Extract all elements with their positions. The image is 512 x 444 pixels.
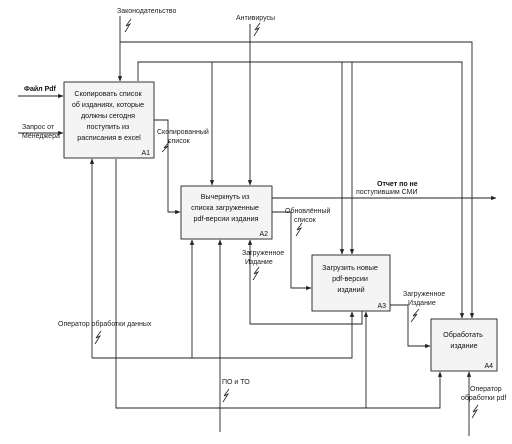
arrow-loaded-edition-feedback[interactable] bbox=[247, 239, 363, 325]
box-a4-line-1: Обработать bbox=[443, 330, 483, 339]
arrow-software[interactable] bbox=[115, 159, 443, 432]
arrow-updated-list[interactable] bbox=[272, 211, 312, 291]
arrow-antivirus[interactable] bbox=[247, 22, 261, 186]
box-a2-line-1: Вычеркнуть из bbox=[201, 192, 250, 201]
box-a3-line-1: Загрузить новые bbox=[322, 263, 378, 272]
box-a1-line-4: поступить из bbox=[87, 122, 130, 131]
box-a1-id: A1 bbox=[141, 150, 150, 157]
box-a4[interactable]: Обработать издание A4 bbox=[430, 318, 498, 372]
box-a1-line-3: должны сегодня bbox=[81, 111, 135, 120]
box-a3[interactable]: Загрузить новые pdf-версии изданий A3 bbox=[311, 254, 391, 312]
box-a3-line-3: изданий bbox=[337, 285, 364, 294]
label-legislation: Законодательство bbox=[117, 8, 176, 15]
box-a1-line-2: об изданиях, которые bbox=[72, 100, 144, 109]
label-pdf-operator: Оператор обработки pdf bbox=[461, 386, 506, 402]
box-a2[interactable]: Вычеркнуть из списка загруженные pdf-вер… bbox=[180, 185, 273, 240]
box-a1-line-1: Скопировать список bbox=[74, 89, 142, 98]
arrow-data-operator[interactable] bbox=[89, 158, 355, 359]
label-loaded-edition-a3: Загруженное Издание bbox=[403, 291, 447, 307]
box-a2-line-3: pdf-версии издания bbox=[194, 214, 259, 223]
arrow-legislation[interactable] bbox=[117, 16, 475, 319]
arrow-pdf-operator[interactable] bbox=[466, 371, 479, 436]
box-a3-id: A3 bbox=[377, 303, 386, 310]
label-loaded-edition-a2: Загруженное Издание bbox=[242, 250, 286, 266]
arrow-control-bus[interactable] bbox=[137, 61, 465, 319]
label-software: ПО и ТО bbox=[222, 379, 250, 386]
arrow-loaded-edition[interactable] bbox=[390, 304, 431, 349]
svg-text:Загрузить новые pdf-верс: Загрузить новые pdf-версии изданий bbox=[322, 263, 380, 294]
box-a1[interactable]: Скопировать список об изданиях, которые … bbox=[63, 81, 155, 159]
box-a4-id: A4 bbox=[484, 363, 493, 370]
label-updated-list: Обновлённый список bbox=[285, 207, 332, 224]
box-a2-line-2: списка загруженные bbox=[191, 203, 259, 212]
label-pdf-file: Файл Pdf bbox=[24, 85, 57, 93]
label-manager-request: Запрос от Менеджера bbox=[22, 124, 60, 140]
label-copied-list: Скопированный список bbox=[157, 128, 211, 145]
svg-text:Обработать издание: Обработать издание bbox=[443, 330, 485, 350]
label-data-operator: Оператор обработки данных bbox=[58, 320, 152, 328]
svg-text:Скопировать список об из: Скопировать список об изданиях, которые … bbox=[72, 89, 146, 142]
box-a3-line-2: pdf-версии bbox=[332, 274, 368, 283]
svg-text:Вычеркнуть из списка заг: Вычеркнуть из списка загруженные pdf-вер… bbox=[191, 192, 261, 223]
box-a2-id: A2 bbox=[259, 231, 268, 238]
arrow-copied-list[interactable] bbox=[154, 119, 181, 215]
label-report-line1: Отчет по не bbox=[377, 181, 418, 188]
label-report-line2: поступившим СМИ bbox=[356, 189, 418, 196]
box-a4-line-2: издание bbox=[450, 341, 477, 350]
label-antivirus: Антивирусы bbox=[236, 15, 275, 22]
box-a1-line-5: расписания в excel bbox=[77, 133, 141, 142]
